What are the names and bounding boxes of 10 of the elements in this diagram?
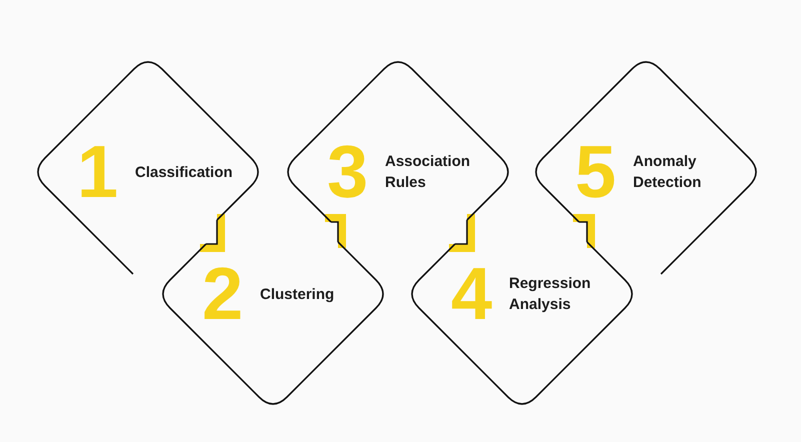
step-label: Clustering — [260, 284, 334, 304]
step-label: Regression Analysis — [509, 274, 592, 315]
step-number: 5 — [575, 135, 618, 209]
step-number: 3 — [327, 135, 370, 209]
step-number: 2 — [202, 257, 244, 331]
step-number: 4 — [451, 257, 494, 331]
step-label: Anomaly Detection — [633, 152, 702, 193]
step-label: Classification — [135, 162, 233, 182]
step-label: Association Rules — [385, 152, 472, 193]
step-number: 1 — [77, 135, 120, 209]
